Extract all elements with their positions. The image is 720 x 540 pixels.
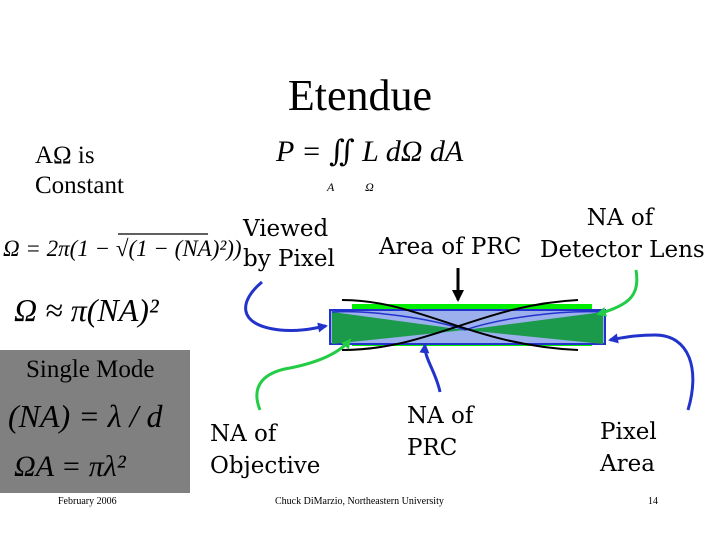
na-detector-lens-label: NA of Detector Lens [540,202,705,266]
constant-label: AΩ is Constant [35,141,124,201]
right-cone [465,312,603,344]
single-mode-panel [0,350,190,493]
crossing-ray-2 [341,299,579,351]
footer-date: February 2006 [58,496,117,507]
area-of-prc-label: Area of PRC [379,234,522,260]
pixel-area-arrow [608,333,695,411]
left-cone [332,312,465,344]
viewed-by-pixel-arrow [244,280,328,333]
na-objective-line2: Objective [210,453,321,479]
pixel-area-line1: Pixel [600,419,657,445]
constant-label-line1: AΩ is [35,142,95,169]
footer-page-number: 14 [648,496,658,507]
na-prc-label: NA of PRC [407,400,473,464]
viewed-by-pixel-label: Viewed by Pixel [243,214,335,274]
single-mode-etendue-equation: ΩA = πλ² [14,450,126,483]
na-objective-arrow [255,338,352,411]
na-detector-lens-arrow [596,269,639,317]
na-detector-line1: NA of [586,205,654,231]
pixel-area-label: Pixel Area [600,416,657,480]
viewed-label-line2: by Pixel [243,246,335,272]
na-objective-line1: NA of [210,421,277,447]
power-equation: P = ∬ L dΩ dA [276,135,464,168]
solid-angle-approx-equation: Ω ≈ π(NA)² [14,292,159,328]
single-mode-label: Single Mode [26,356,155,383]
slide-title: Etendue [287,71,433,120]
pixel-area-line2: Area [600,451,655,477]
na-prc-line1: NA of [407,403,474,429]
na-prc-line2: PRC [407,435,458,461]
solid-angle-exact-equation: Ω = 2π(1 − √(1 − (NA)²)) [3,236,242,261]
na-prc-arrow [419,343,442,393]
single-mode-na-equation: (NA) = λ / d [8,398,163,434]
crossing-ray-1 [341,299,579,351]
na-objective-label: NA of Objective [210,418,320,482]
na-detector-line2: Detector Lens [540,237,705,263]
viewed-label-line1: Viewed [243,216,329,242]
constant-label-line2: Constant [35,172,124,199]
power-equation-limits: A Ω [327,180,388,194]
footer-author: Chuck DiMarzio, Northeastern University [275,496,444,507]
